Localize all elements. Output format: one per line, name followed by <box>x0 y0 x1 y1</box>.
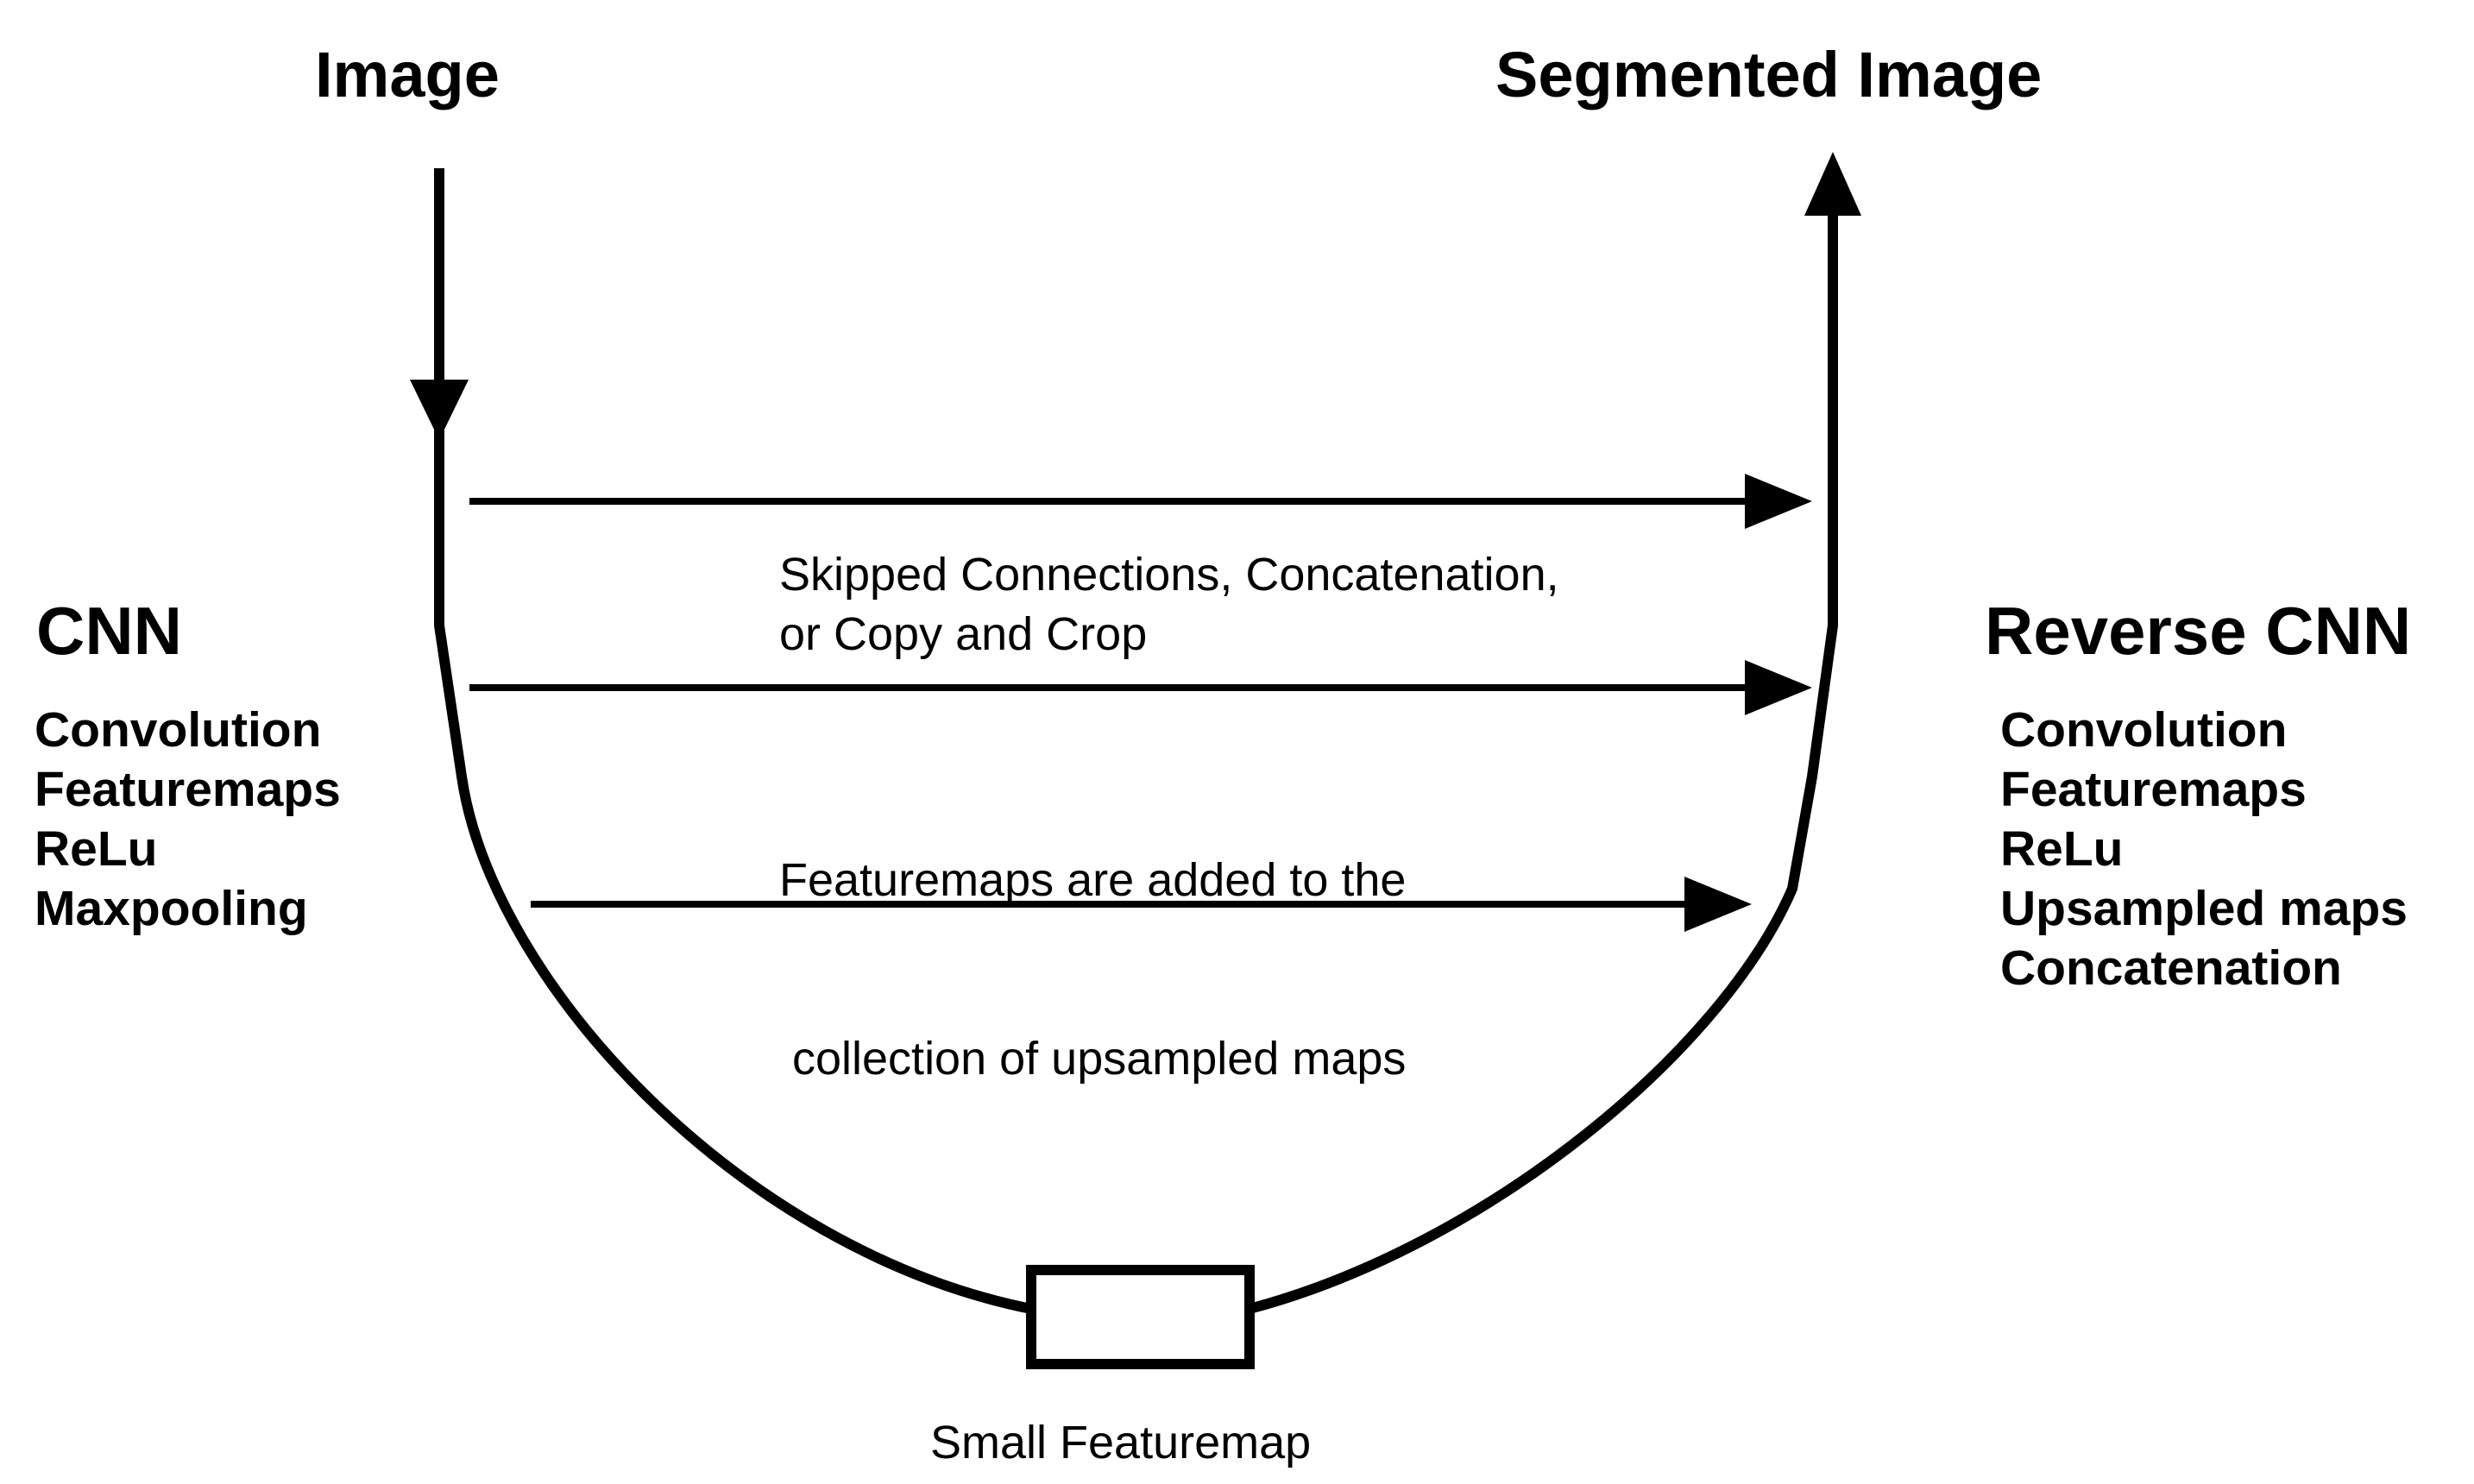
u-path-right <box>1248 211 1838 1314</box>
skip-connections-note: Skipped Connections, Concatenation, or C… <box>779 545 1559 664</box>
decoder-step: Upsampled maps <box>2000 881 2408 936</box>
encoder-title: CNN <box>36 593 182 669</box>
small-featuremap-label: Small Featuremap <box>930 1417 1312 1468</box>
skip-arrow-2-head <box>1745 660 1812 715</box>
decoder-title: Reverse CNN <box>1985 593 2412 669</box>
decoder-step: Featuremaps <box>2000 762 2307 817</box>
decoder-step: Concatenation <box>2000 940 2342 996</box>
encoder-step: Maxpooling <box>35 881 308 936</box>
encoder-step: Convolution <box>35 702 322 758</box>
input-arrow-head <box>410 380 469 440</box>
encoder-step: Featuremaps <box>35 762 341 817</box>
skip-note-line: or Copy and Crop <box>779 608 1148 660</box>
encoder-step: ReLu <box>35 821 158 877</box>
decoder-step: ReLu <box>2000 821 2124 877</box>
u-path-left <box>434 414 1033 1314</box>
encoder-steps: Convolution Featuremaps ReLu Maxpooling <box>35 701 341 939</box>
skip-note-line: Skipped Connections, Concatenation, <box>779 549 1559 601</box>
output-arrow-head <box>1804 152 1861 216</box>
featuremap-note: Featuremaps are added to the collection … <box>779 732 1406 1148</box>
featuremap-note-line: Featuremaps are added to the <box>779 854 1407 906</box>
featuremap-note-line: collection of upsampled maps <box>779 1033 1407 1085</box>
input-label: Image <box>315 39 500 110</box>
output-label: Segmented Image <box>1495 39 2043 110</box>
skip-arrow-1-head <box>1745 474 1812 529</box>
small-featuremap-box <box>1026 1265 1255 1369</box>
decoder-step: Convolution <box>2000 702 2288 758</box>
skip-arrow-3-head <box>1684 877 1752 932</box>
decoder-steps: Convolution Featuremaps ReLu Upsampled m… <box>2000 701 2408 998</box>
